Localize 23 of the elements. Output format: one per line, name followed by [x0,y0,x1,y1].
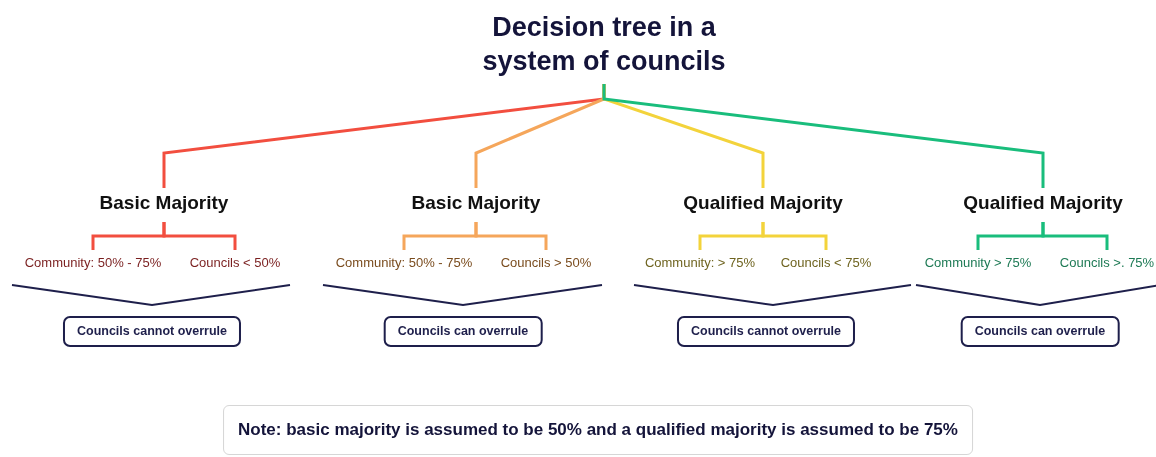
condition-label: Councils < 50% [189,254,281,272]
condition-label: Community > 75% [924,254,1032,272]
connector-line [602,84,1045,188]
outcome-box: Councils can overrule [960,316,1120,347]
connector-line [761,222,828,250]
branch-heading: Qualified Majority [963,190,1123,216]
condition-label: Councils > 50% [500,254,592,272]
branch-heading: Qualified Majority [683,190,843,216]
condition-label: Councils >. 75% [1059,254,1155,272]
branch-heading: Basic Majority [99,190,229,216]
title: Decision tree in a system of councils [454,10,754,78]
condition-label: Community: > 75% [644,254,756,272]
connector-line [474,222,548,250]
note-box: Note: basic majority is assumed to be 50% and a qualified majority is assumed to be 75% [223,405,973,455]
outcome-box: Councils cannot overrule [677,316,855,347]
connector-line [1041,222,1109,250]
outcome-box: Councils can overrule [383,316,543,347]
branch-heading: Basic Majority [411,190,541,216]
outcome-box: Councils cannot overrule [63,316,241,347]
condition-label: Councils < 75% [780,254,872,272]
connector-line [162,222,237,250]
condition-label: Community: 50% - 75% [24,254,162,272]
condition-label: Community: 50% - 75% [335,254,473,272]
